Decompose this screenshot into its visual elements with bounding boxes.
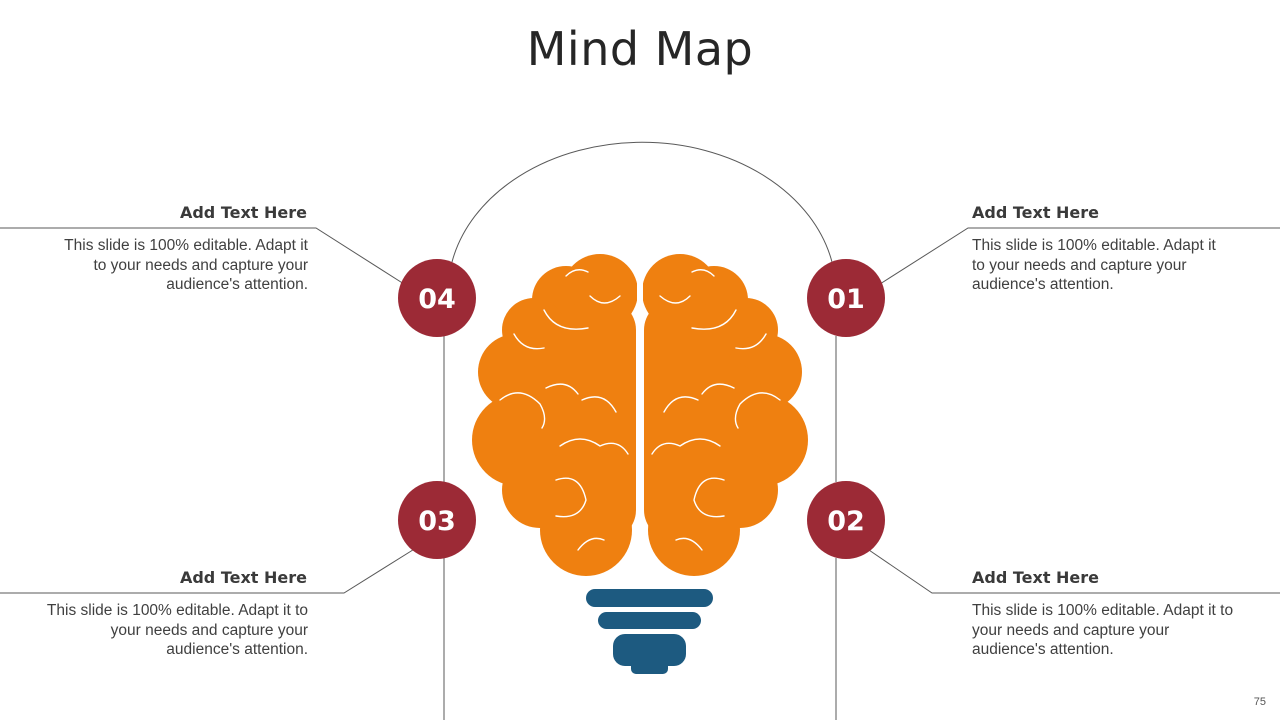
badge-02: 02 xyxy=(807,481,885,559)
item-04-heading: Add Text Here xyxy=(179,203,307,222)
leader-line-04 xyxy=(0,227,405,285)
top-arc xyxy=(451,141,833,263)
item-03-heading: Add Text Here xyxy=(179,568,307,587)
item-03-text-line: audience's attention. xyxy=(166,641,308,658)
badge-03: 03 xyxy=(398,481,476,559)
item-04-text-line: audience's attention. xyxy=(166,276,308,293)
item-01-text-line: This slide is 100% editable. Adapt it xyxy=(972,237,1216,254)
item-01-text-line: audience's attention. xyxy=(972,276,1114,293)
item-03-text: This slide is 100% editable. Adapt it to… xyxy=(10,601,308,660)
brain-icon xyxy=(472,240,808,580)
badge-01: 01 xyxy=(807,259,885,337)
item-04-text-line: to your needs and capture your xyxy=(93,256,308,274)
badge-04: 04 xyxy=(398,259,476,337)
item-04-text: This slide is 100% editable. Adapt it to… xyxy=(20,236,308,295)
badge-number-02: 02 xyxy=(827,506,865,537)
item-01-heading: Add Text Here xyxy=(972,203,1100,222)
item-04-text-line: This slide is 100% editable. Adapt it xyxy=(64,237,308,254)
item-02-text-line: This slide is 100% editable. Adapt it to xyxy=(972,602,1234,619)
page-number: 75 xyxy=(1253,696,1266,708)
item-02-heading: Add Text Here xyxy=(972,568,1100,587)
item-03-text-line: your needs and capture your xyxy=(110,621,308,639)
item-01-text: This slide is 100% editable. Adapt it to… xyxy=(972,236,1262,295)
leader-line-01 xyxy=(879,227,1280,285)
item-03-text-line: This slide is 100% editable. Adapt it to xyxy=(46,602,308,619)
item-02-text-line: your needs and capture your xyxy=(972,621,1170,639)
leader-line-03 xyxy=(0,547,417,594)
slide-title: Mind Map xyxy=(526,22,754,76)
item-02-text: This slide is 100% editable. Adapt it to… xyxy=(972,601,1270,660)
item-02-text-line: audience's attention. xyxy=(972,641,1114,658)
bulb-base-icon xyxy=(586,589,713,674)
leader-line-02 xyxy=(865,547,1280,594)
connector-lines xyxy=(0,141,1280,720)
badge-number-03: 03 xyxy=(418,506,456,537)
badge-number-01: 01 xyxy=(827,284,865,315)
item-01-text-line: to your needs and capture your xyxy=(972,256,1187,274)
badge-number-04: 04 xyxy=(418,284,456,315)
